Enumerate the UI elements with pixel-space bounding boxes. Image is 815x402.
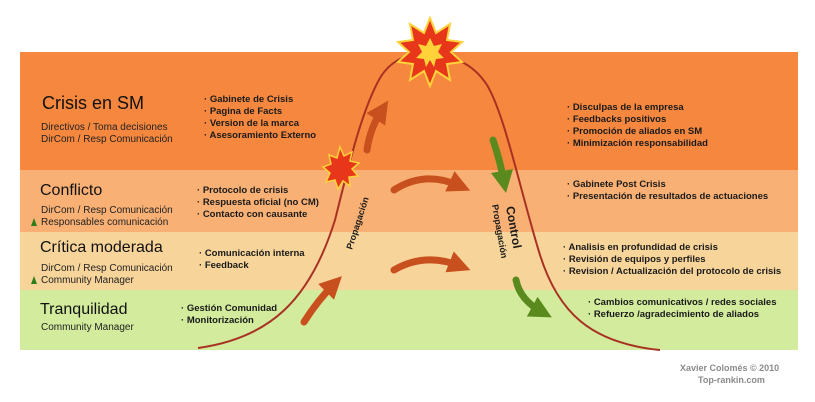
control-actions-critica: Analisis en profundidad de crisis Revisi… <box>563 242 781 278</box>
action-item: Contacto con causante <box>197 209 319 221</box>
action-item: Monitorización <box>181 315 277 327</box>
label-propagacion-left: Propagación <box>344 196 370 251</box>
action-item: Gabinete de Crisis <box>204 94 316 106</box>
propagation-actions-crisis: Gabinete de Crisis Pagina de Facts Versi… <box>204 94 316 142</box>
action-item: Asesoramiento Externo <box>204 130 316 142</box>
triangle-icon <box>31 276 37 284</box>
action-item: Feedbacks positivos <box>567 114 708 126</box>
control-actions-crisis: Disculpas de la empresa Feedbacks positi… <box>567 102 708 150</box>
action-item: Promoción de aliados en SM <box>567 126 708 138</box>
role-conflicto-1: DirCom / Resp Comunicación <box>41 205 173 216</box>
action-item: Refuerzo /agradecimiento de aliados <box>588 309 777 321</box>
action-item: Version de la marca <box>204 118 316 130</box>
credit-site: Top-rankin.com <box>698 375 765 385</box>
action-item: Analisis en profundidad de crisis <box>563 242 781 254</box>
action-item: Respuesta oficial (no CM) <box>197 197 319 209</box>
action-item: Presentación de resultados de actuacione… <box>567 191 768 203</box>
control-actions-conflicto: Gabinete Post Crisis Presentación de res… <box>567 179 768 203</box>
explosion-icon-small <box>321 144 361 191</box>
propagation-actions-critica: Comunicación interna Feedback <box>199 248 305 272</box>
action-item: Cambios comunicativos / redes sociales <box>588 297 777 309</box>
propagation-actions-conflicto: Protocolo de crisis Respuesta oficial (n… <box>197 185 319 221</box>
triangle-icon <box>31 218 37 226</box>
role-tranquilidad-1: Community Manager <box>41 322 134 333</box>
action-item: Pagina de Facts <box>204 106 316 118</box>
arrow-control-low <box>512 276 552 318</box>
role-crisis-2: DirCom / Resp Comunicación <box>41 134 173 145</box>
action-item: Feedback <box>199 260 305 272</box>
action-item: Revision / Actualización del protocolo d… <box>563 266 781 278</box>
action-item: Gabinete Post Crisis <box>567 179 768 191</box>
arrow-control-high <box>489 136 514 194</box>
action-item: Protocolo de crisis <box>197 185 319 197</box>
propagation-actions-tranquilidad: Gestión Comunidad Monitorización <box>181 303 277 327</box>
action-item: Gestión Comunidad <box>181 303 277 315</box>
role-crisis-1: Directivos / Toma decisiones <box>41 122 168 133</box>
crisis-curve <box>197 52 661 351</box>
level-title-conflicto: Conflicto <box>40 182 103 199</box>
role-conflicto-2: Responsables comunicación <box>31 217 168 228</box>
role-critica-2: Community Manager <box>31 275 134 286</box>
level-title-tranquilidad: Tranquilidad <box>40 301 128 318</box>
action-item: Comunicación interna <box>199 248 305 260</box>
role-critica-1: DirCom / Resp Comunicación <box>41 263 173 274</box>
action-item: Disculpas de la empresa <box>567 102 708 114</box>
arrow-propagation-conflict <box>390 171 471 194</box>
credit-author: Xavier Colomés © 2010 <box>680 363 780 373</box>
control-actions-tranquilidad: Cambios comunicativos / redes sociales R… <box>588 297 777 321</box>
arrow-propagation-high <box>363 100 389 154</box>
arrow-propagation-low <box>300 276 342 326</box>
action-item: Minimización responsabilidad <box>567 138 708 150</box>
level-title-crisis: Crisis en SM <box>42 93 145 113</box>
action-item: Revisión de equipos y perfiles <box>563 254 781 266</box>
arrow-propagation-mid <box>390 251 471 274</box>
explosion-core <box>416 38 444 67</box>
level-title-critica: Crítica moderada <box>40 239 163 256</box>
